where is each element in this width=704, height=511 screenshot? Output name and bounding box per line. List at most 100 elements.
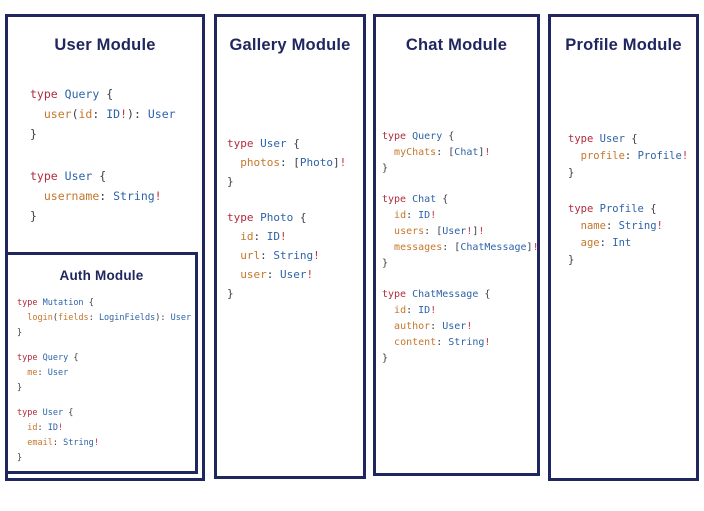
code-token: ID: [418, 210, 431, 221]
code-token: ): [155, 313, 161, 323]
code-token: Int: [612, 237, 632, 249]
schema-code: type User { profile: Profile!} type Profi…: [568, 131, 688, 288]
code-token: id: [240, 230, 254, 243]
code-token: :: [52, 438, 58, 448]
code-token: id: [27, 423, 38, 433]
code-token: LoginFields: [98, 313, 156, 323]
panel-profile-module: Profile Module type User { profile: Prof…: [548, 14, 699, 481]
code-line: id: ID!: [227, 227, 346, 246]
code-block: type User { profile: Profile!}: [568, 131, 688, 182]
code-line: name: String!: [568, 218, 688, 235]
code-line: type Chat {: [382, 192, 539, 208]
code-line: id: ID!: [382, 208, 539, 224]
code-token: ]: [333, 156, 340, 169]
code-token: :: [266, 268, 274, 281]
code-line: author: User!: [382, 319, 539, 335]
code-token: fields: [57, 313, 89, 323]
code-token: User: [42, 408, 64, 418]
code-token: Query: [42, 353, 69, 363]
code-token: [: [293, 156, 300, 169]
code-line: }: [382, 351, 539, 367]
code-token: !: [306, 268, 314, 281]
code-token: !: [484, 147, 491, 158]
code-block: type User { id: ID! email: String!}: [17, 406, 191, 466]
schema-code: type Query { user(id: ID!): User} type Us…: [30, 84, 176, 248]
panel-chat-module: Chat Module type Query { myChats: [Chat]…: [373, 14, 540, 476]
code-token: type: [382, 194, 407, 205]
code-line: }: [568, 252, 688, 269]
code-block: type User { photos: [Photo]!}: [227, 134, 346, 191]
code-token: ID: [47, 423, 58, 433]
code-token: :: [430, 321, 437, 332]
code-token: User: [47, 368, 69, 378]
code-line: id: ID!: [382, 303, 539, 319]
code-token: ]: [472, 226, 479, 237]
code-token: :: [253, 230, 261, 243]
code-line: type Photo {: [227, 208, 346, 227]
code-token: me: [27, 368, 38, 378]
code-token: }: [382, 163, 389, 174]
code-token: :: [280, 156, 287, 169]
code-token: Chat: [454, 147, 479, 158]
code-token: User: [442, 226, 467, 237]
code-token: :: [624, 150, 632, 162]
code-token: !: [93, 438, 99, 448]
code-block: type Chat { id: ID! users: [User!]! mess…: [382, 192, 539, 272]
schema-code: type User { photos: [Photo]!} type Photo …: [227, 134, 346, 320]
code-token: Query: [412, 131, 443, 142]
code-token: :: [406, 210, 413, 221]
code-token: {: [299, 211, 307, 224]
code-line: url: String!: [227, 246, 346, 265]
code-token: }: [227, 175, 234, 188]
code-line: type User {: [30, 166, 176, 186]
panel-title: Profile Module: [565, 36, 682, 54]
code-token: :: [99, 189, 107, 203]
code-token: user: [240, 268, 267, 281]
code-block: type Query { user(id: ID!): User}: [30, 84, 176, 144]
code-token: ChatMessage: [412, 289, 479, 300]
code-token: {: [106, 87, 114, 101]
code-token: !: [430, 210, 437, 221]
code-token: !: [484, 337, 491, 348]
code-token: Profile: [637, 150, 682, 162]
code-token: {: [650, 203, 657, 215]
code-token: type: [568, 203, 594, 215]
code-token: :: [436, 147, 443, 158]
code-token: [: [454, 242, 461, 253]
code-line: age: Int: [568, 235, 688, 252]
code-token: User: [599, 133, 625, 145]
code-token: type: [227, 137, 254, 150]
code-token: {: [68, 408, 74, 418]
code-line: email: String!: [17, 436, 191, 451]
panel-title: Chat Module: [405, 36, 508, 54]
code-token: users: [394, 226, 425, 237]
code-token: !: [656, 220, 663, 232]
code-token: username: [43, 189, 100, 203]
code-token: !: [339, 156, 347, 169]
code-token: author: [394, 321, 431, 332]
code-line: type Mutation {: [17, 296, 191, 311]
code-token: }: [382, 258, 389, 269]
code-line: }: [30, 206, 176, 226]
code-token: :: [605, 220, 613, 232]
code-line: username: String!: [30, 186, 176, 206]
code-token: User: [147, 107, 176, 121]
code-token: id: [394, 305, 407, 316]
code-line: }: [227, 284, 346, 303]
code-token: {: [442, 194, 449, 205]
code-token: ): [127, 107, 134, 121]
code-token: ]: [478, 147, 485, 158]
panel-auth-module: Auth Module type Mutation { login(fields…: [5, 252, 198, 474]
code-line: type Query {: [30, 84, 176, 104]
code-token: String: [618, 220, 657, 232]
code-block: type Photo { id: ID! url: String! user: …: [227, 208, 346, 303]
code-token: User: [260, 137, 287, 150]
code-line: login(fields: LoginFields): User: [17, 311, 191, 326]
code-token: type: [17, 298, 38, 308]
code-token: :: [260, 249, 267, 262]
code-token: [: [448, 147, 455, 158]
panel-gallery-module: Gallery Module type User { photos: [Phot…: [214, 14, 366, 479]
code-block: type User { username: String!}: [30, 166, 176, 226]
panel-title: Auth Module: [59, 268, 144, 283]
code-token: :: [37, 368, 43, 378]
